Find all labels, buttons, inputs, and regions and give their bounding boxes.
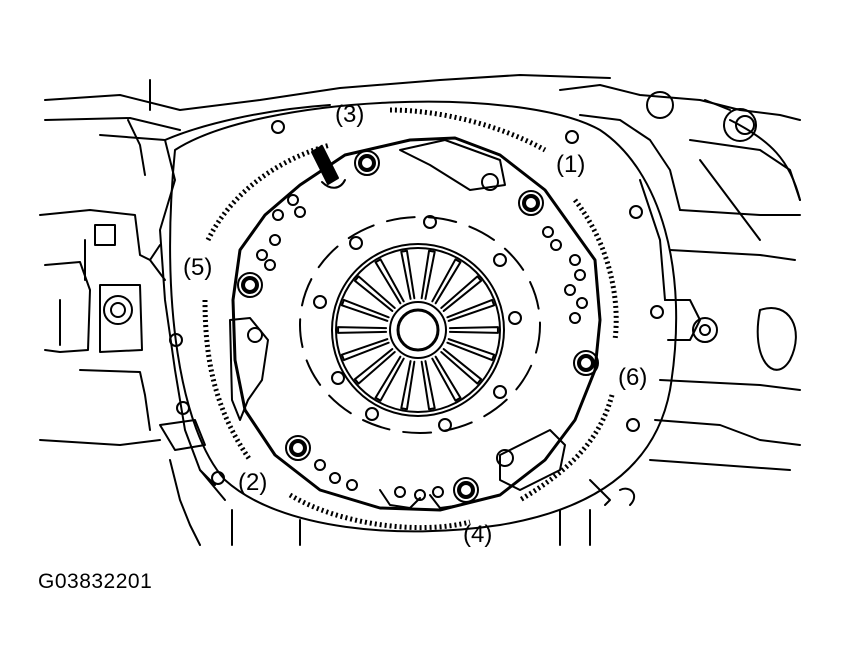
disc-spoke <box>340 338 390 362</box>
disc-spoke <box>374 355 405 402</box>
disc-spoke <box>340 298 390 322</box>
disc-spoke <box>440 348 483 385</box>
disc-spoke <box>446 298 496 322</box>
callout-5: (5) <box>183 254 212 281</box>
disc-spoke <box>353 275 396 312</box>
callout-2: (2) <box>238 469 267 496</box>
disc-spoke <box>420 249 436 300</box>
disc-spoke <box>400 360 416 411</box>
disc-spoke <box>400 249 416 300</box>
figure-id: G03832201 <box>38 570 153 593</box>
callout-4: (4) <box>463 521 492 548</box>
disc-spoke <box>353 348 396 385</box>
flywheel-housing <box>169 100 678 533</box>
ring-gear <box>202 107 619 531</box>
clutch-cover-bolts <box>237 150 599 503</box>
disc-spoke <box>440 275 483 312</box>
bolt-3 <box>354 150 380 176</box>
alignment-marker <box>311 145 346 189</box>
bolt-6 <box>573 350 599 376</box>
clutch-disc <box>331 243 505 417</box>
bolt-2 <box>285 435 311 461</box>
callout-6: (6) <box>618 364 647 391</box>
disc-spokes <box>337 249 499 411</box>
bolt-4 <box>453 477 479 503</box>
bolt-5 <box>237 272 263 298</box>
disc-spoke <box>337 326 388 334</box>
disc-spoke <box>446 338 496 362</box>
clutch-cover <box>229 136 602 512</box>
disc-spoke <box>420 360 436 411</box>
disc-spoke <box>448 326 499 334</box>
disc-spoke <box>374 258 405 305</box>
callout-1: (1) <box>556 151 585 178</box>
disc-spoke <box>431 258 462 305</box>
disc-spoke <box>431 355 462 402</box>
bolt-1 <box>518 190 544 216</box>
callout-3: (3) <box>335 101 364 128</box>
engine-housing <box>39 74 801 546</box>
